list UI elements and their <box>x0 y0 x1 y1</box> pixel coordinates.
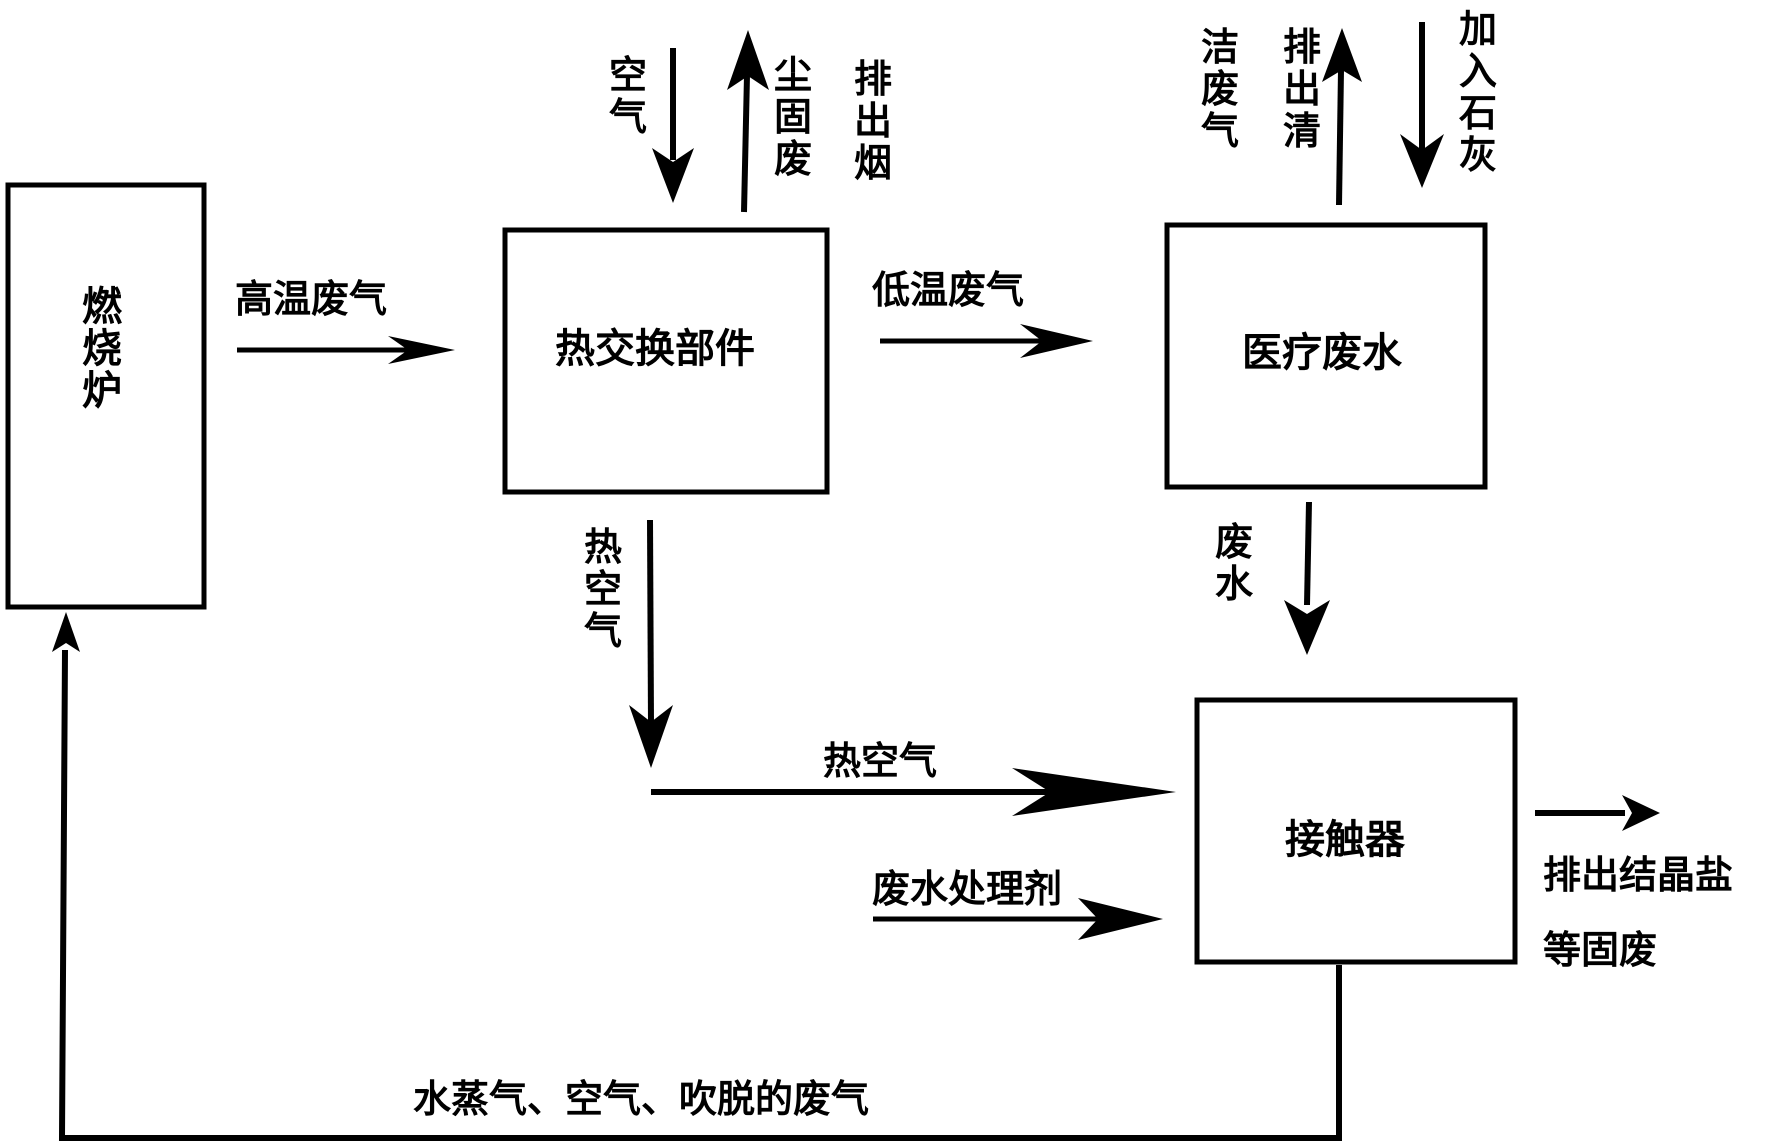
return-gas-loop-arrow <box>52 612 1342 1141</box>
furnace-box <box>5 182 207 610</box>
heat-exchanger-box <box>502 227 830 495</box>
hot-air-right-arrow <box>651 768 1176 816</box>
contactor-label: 接触器 <box>1285 817 1406 863</box>
clean-gas-out-label-col1: 排出清 <box>1283 25 1321 153</box>
high-temp-gas-arrow <box>237 336 455 364</box>
crystal-salt-label-line1: 排出结晶盐 <box>1543 853 1733 897</box>
medical-wastewater-box <box>1164 222 1488 490</box>
flue-out-arrow <box>727 30 769 213</box>
flue-out-label-col2: 尘固废 <box>774 53 812 181</box>
wastewater-label: 废水 <box>1215 520 1254 606</box>
hot-air-down-label: 热空气 <box>584 525 622 653</box>
contactor-box <box>1194 697 1518 965</box>
return-gas-label: 水蒸气、空气、吹脱的废气 <box>413 1077 869 1121</box>
hot-air-down-arrow <box>629 519 673 768</box>
crystal-salt-label-line2: 等固废 <box>1543 928 1657 972</box>
lime-in-arrow <box>1400 22 1444 188</box>
wastewater-arrow <box>1284 501 1330 655</box>
treatment-agent-label: 废水处理剂 <box>872 867 1062 911</box>
low-temp-gas-label: 低温废气 <box>872 268 1024 312</box>
treatment-agent-arrow <box>873 898 1163 940</box>
air-in-arrow <box>652 48 694 203</box>
lime-in-label: 加入石灰 <box>1459 7 1497 177</box>
clean-gas-out-label-col2: 洁废气 <box>1201 25 1239 153</box>
flue-out-label-col1: 排出烟 <box>854 57 892 185</box>
high-temp-gas-label: 高温废气 <box>235 277 387 321</box>
heat-exchanger-label: 热交换部件 <box>555 326 755 372</box>
air-in-label: 空气 <box>609 53 647 139</box>
crystal-salt-arrow <box>1535 795 1660 831</box>
hot-air-right-label: 热空气 <box>823 739 937 783</box>
furnace-label: 燃烧炉 <box>82 284 123 414</box>
low-temp-gas-arrow <box>880 324 1093 358</box>
clean-gas-out-arrow <box>1322 28 1362 206</box>
medical-wastewater-label: 医疗废水 <box>1242 330 1403 376</box>
